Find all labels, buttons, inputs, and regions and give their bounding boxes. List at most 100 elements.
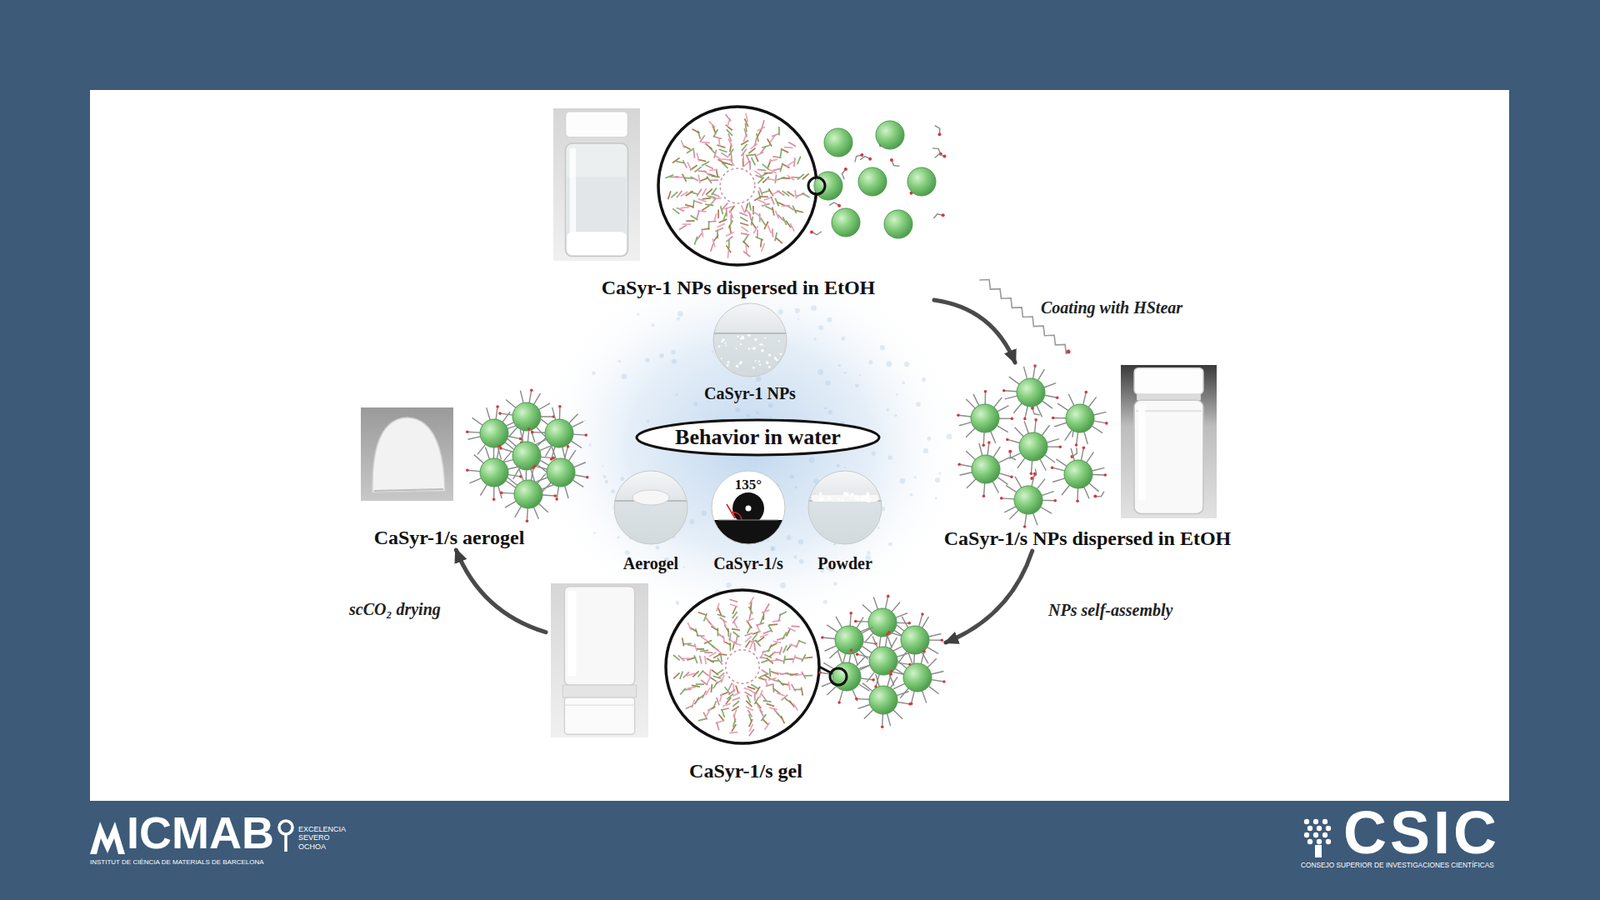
node-caption: CaSyr-1 NPs bbox=[704, 384, 796, 404]
powder-grain bbox=[856, 498, 860, 502]
mof-linker bbox=[682, 160, 687, 168]
glow-speck bbox=[935, 496, 938, 500]
stearate-chain bbox=[493, 486, 495, 500]
chain-tip bbox=[981, 443, 985, 447]
mof-linker bbox=[739, 212, 748, 216]
nanoparticle bbox=[1000, 472, 1057, 529]
mof-linker bbox=[720, 617, 727, 623]
mof-linker bbox=[732, 606, 736, 615]
stearate-chain bbox=[885, 595, 889, 609]
stearate-chain bbox=[1024, 421, 1029, 434]
dispersed-particle bbox=[720, 357, 723, 360]
nanoparticle bbox=[1051, 390, 1109, 447]
glow-speck bbox=[795, 308, 800, 314]
contact-angle-arc bbox=[731, 512, 742, 520]
glow-speck bbox=[789, 474, 794, 479]
stearate-chain bbox=[519, 469, 524, 481]
mof-linker bbox=[755, 686, 760, 695]
stearate-chain bbox=[467, 431, 480, 434]
dispersed-particle bbox=[760, 343, 764, 346]
dispersed-particle bbox=[727, 360, 730, 364]
mof-linker bbox=[725, 114, 731, 121]
oxygen-atom bbox=[937, 132, 941, 136]
photo-background bbox=[1120, 365, 1217, 519]
glow-speck bbox=[886, 408, 890, 411]
mof-linker bbox=[720, 205, 724, 215]
stearate-chain bbox=[1009, 453, 1021, 460]
mof-linker bbox=[694, 655, 698, 663]
mof-linker bbox=[700, 636, 708, 642]
mof-linker bbox=[779, 611, 787, 616]
particle-core bbox=[903, 663, 932, 692]
dispersed-particle bbox=[747, 334, 750, 336]
particle-core bbox=[824, 128, 853, 157]
chain-tip bbox=[498, 411, 502, 415]
dispersed-particle bbox=[747, 334, 750, 337]
csic-emblem-leaf bbox=[1307, 839, 1313, 845]
stearate-chain bbox=[513, 468, 520, 480]
stearate-chain bbox=[534, 393, 541, 405]
particle-core bbox=[831, 208, 860, 237]
mof-linker bbox=[680, 671, 683, 680]
stearate-chain bbox=[1065, 430, 1073, 441]
glow-speck bbox=[888, 542, 893, 547]
photo-background bbox=[713, 303, 787, 377]
stearate-chain bbox=[911, 691, 915, 705]
powder-grain bbox=[851, 492, 855, 495]
mof-linker bbox=[696, 189, 702, 197]
water-glow bbox=[529, 255, 971, 636]
glass-highlight bbox=[570, 148, 576, 243]
stearate-chain bbox=[559, 406, 561, 420]
photo-background bbox=[550, 583, 649, 738]
mof-linker bbox=[754, 642, 755, 651]
stearate-chain bbox=[1091, 425, 1103, 433]
mof-linker bbox=[715, 228, 724, 232]
stearate-chain bbox=[1055, 459, 1067, 467]
mof-linker bbox=[775, 175, 776, 184]
water-test-photo bbox=[614, 470, 688, 545]
dispersed-particle bbox=[760, 349, 764, 352]
mof-linker bbox=[713, 654, 721, 659]
stearate-chain bbox=[856, 656, 865, 666]
particle-core bbox=[512, 402, 541, 431]
stearate-chain bbox=[468, 436, 481, 440]
stearate-chain bbox=[919, 614, 923, 627]
mof-linker bbox=[731, 629, 740, 631]
node-caption: CaSyr-1/s bbox=[713, 554, 784, 574]
stearate-chain bbox=[994, 397, 1003, 408]
stearate-chain bbox=[979, 443, 983, 456]
mof-linker bbox=[700, 177, 709, 181]
oxygen-atom bbox=[844, 167, 848, 171]
mof-linker bbox=[710, 684, 712, 693]
stearate-chain bbox=[1041, 491, 1054, 496]
stearate-chain bbox=[474, 455, 484, 464]
stearate-chain bbox=[929, 639, 942, 641]
mof-linker bbox=[769, 159, 778, 161]
stearate-chain bbox=[894, 622, 905, 631]
stearate-chain bbox=[1040, 507, 1052, 515]
stearate-chain bbox=[552, 407, 556, 420]
sample-photo: CaSyr-1 NPs bbox=[683, 300, 817, 404]
glow-speck bbox=[833, 581, 838, 586]
stearate-chain bbox=[872, 635, 878, 648]
mof-linker bbox=[749, 212, 752, 221]
stearate-chain bbox=[990, 431, 996, 444]
stearate-chain bbox=[535, 465, 548, 470]
mof-linker bbox=[770, 196, 775, 205]
stearate-chain bbox=[997, 425, 1009, 433]
dispersed-particle bbox=[768, 365, 771, 369]
water bbox=[808, 500, 882, 545]
powder-grain bbox=[838, 498, 840, 500]
stearate-chain bbox=[1038, 369, 1045, 380]
stearate-chain bbox=[896, 653, 910, 657]
mof-linker bbox=[675, 161, 685, 164]
dispersed-particle bbox=[751, 348, 754, 350]
mof-linker bbox=[717, 209, 720, 218]
stearate-chain bbox=[572, 480, 584, 487]
powder-grain bbox=[841, 499, 845, 502]
vial-neck bbox=[562, 685, 636, 698]
mof-linker bbox=[683, 642, 692, 645]
glow-speck bbox=[794, 555, 798, 560]
water-surface bbox=[713, 332, 787, 335]
nanoparticle bbox=[875, 120, 905, 150]
